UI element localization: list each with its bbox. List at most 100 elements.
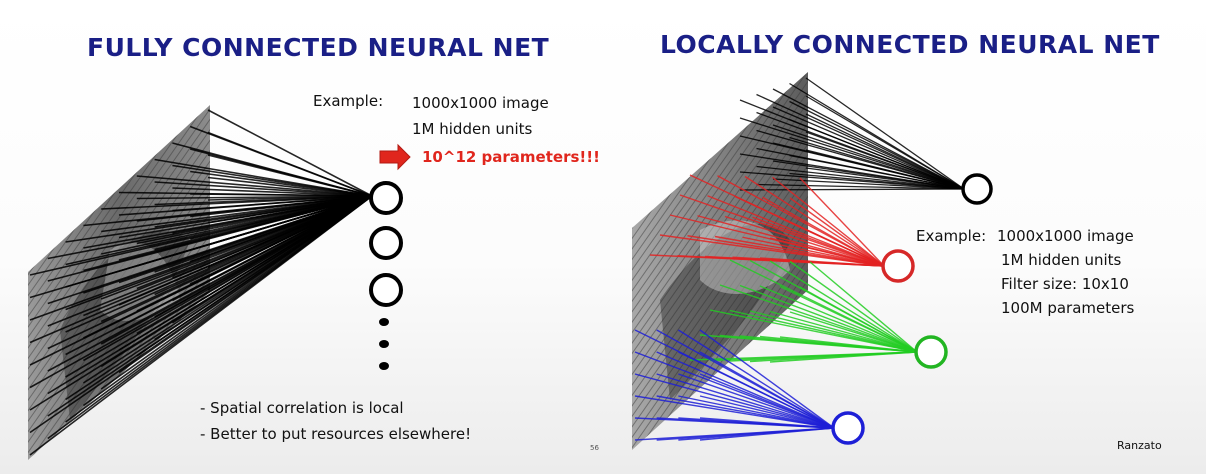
credit: Ranzato — [1117, 439, 1162, 452]
connection-line — [656, 351, 835, 429]
connection-line — [772, 106, 965, 190]
hidden-unit-blue — [831, 411, 865, 445]
connection-line — [772, 176, 885, 267]
connection-line — [789, 260, 918, 353]
connection-line — [190, 195, 373, 240]
connection-line — [769, 260, 918, 353]
right-title: LOCALLY CONNECTED NEURAL NET — [660, 30, 1160, 59]
connection-line — [779, 285, 918, 353]
left-title: FULLY CONNECTED NEURAL NET — [87, 33, 550, 62]
connection-line — [772, 178, 965, 190]
slide-number: 56 — [590, 444, 599, 452]
connection-line — [752, 216, 885, 267]
connection-line — [759, 285, 918, 353]
connection-line — [724, 215, 885, 267]
connection-line — [677, 329, 835, 429]
hidden-unit-green — [914, 335, 948, 369]
connection-line — [729, 309, 918, 353]
connection-line — [809, 261, 918, 353]
connection-line — [699, 351, 835, 429]
connection-line — [789, 100, 965, 190]
connection-line — [805, 77, 965, 190]
connection-line — [172, 195, 373, 212]
connection-line — [190, 195, 373, 218]
connection-line — [207, 176, 373, 197]
ellipsis-dot-3 — [379, 362, 389, 370]
fully-connected-lines — [29, 109, 373, 456]
connection-line — [756, 183, 965, 190]
right-hidden-units — [831, 173, 993, 445]
connection-line — [136, 175, 373, 197]
connection-line — [189, 195, 373, 263]
left-bullet-1: - Spatial correlation is local — [200, 399, 404, 417]
connection-line — [805, 167, 965, 190]
red-arrow-icon — [379, 143, 411, 171]
hidden-unit-red — [881, 249, 915, 283]
local-lines-green — [689, 259, 918, 363]
left-parameters: 10^12 parameters!!! — [422, 148, 600, 166]
right-example-label: Example: — [916, 227, 987, 245]
local-lines-red — [649, 174, 885, 267]
connection-line — [805, 131, 965, 190]
connection-line — [719, 284, 918, 353]
connection-line — [699, 427, 835, 441]
connection-line — [769, 237, 885, 267]
connection-line — [714, 235, 885, 267]
connection-line — [739, 188, 965, 191]
connection-line — [772, 124, 965, 190]
connection-line — [789, 197, 885, 267]
connection-line — [207, 195, 373, 246]
connection-line — [678, 351, 835, 429]
connection-line — [699, 395, 835, 429]
connection-line — [789, 118, 965, 190]
connection-line — [207, 109, 373, 197]
connection-line — [154, 181, 373, 197]
connection-line — [207, 195, 373, 291]
connection-line — [762, 196, 885, 267]
connection-line — [679, 194, 885, 267]
connection-line — [769, 351, 918, 363]
connection-line — [207, 195, 373, 269]
connection-line — [805, 149, 965, 190]
connection-line — [805, 113, 965, 190]
connection-line — [744, 175, 885, 267]
left-example-label: Example: — [313, 92, 384, 110]
connection-line — [207, 195, 373, 224]
connection-line — [789, 136, 965, 190]
connection-line — [678, 395, 835, 429]
connection-line — [789, 154, 965, 190]
connection-line — [707, 195, 885, 267]
connection-line — [207, 154, 373, 197]
connection-line — [634, 373, 835, 429]
connection-line — [656, 373, 835, 429]
connection-line — [656, 395, 835, 429]
left-bullet-2: - Better to put resources elsewhere! — [200, 425, 472, 443]
right-input-image — [632, 72, 808, 450]
connection-line — [699, 329, 835, 429]
connection-line — [171, 195, 373, 324]
connection-line — [789, 311, 918, 353]
connection-line — [805, 95, 965, 190]
connection-line — [779, 336, 918, 353]
hidden-unit-black — [961, 173, 993, 205]
ellipsis-dot-2 — [379, 340, 389, 348]
connection-line — [699, 373, 835, 429]
connection-line — [742, 236, 885, 267]
ellipsis-dot-1 — [379, 318, 389, 326]
connection-line — [189, 195, 373, 285]
connection-line — [749, 310, 918, 353]
connection-line — [678, 373, 835, 429]
connection-line — [739, 284, 918, 353]
left-hidden-units — [369, 181, 403, 370]
connection-line — [172, 187, 373, 197]
connection-line — [779, 217, 885, 267]
connection-line — [759, 257, 885, 267]
connection-line — [172, 195, 373, 302]
hidden-unit-3 — [369, 273, 403, 307]
right-example-image: 1000x1000 image — [997, 227, 1134, 245]
connection-line — [207, 195, 373, 201]
connection-line — [789, 172, 965, 190]
local-lines-black — [739, 77, 965, 191]
right-parameters: 100M parameters — [1001, 299, 1135, 317]
